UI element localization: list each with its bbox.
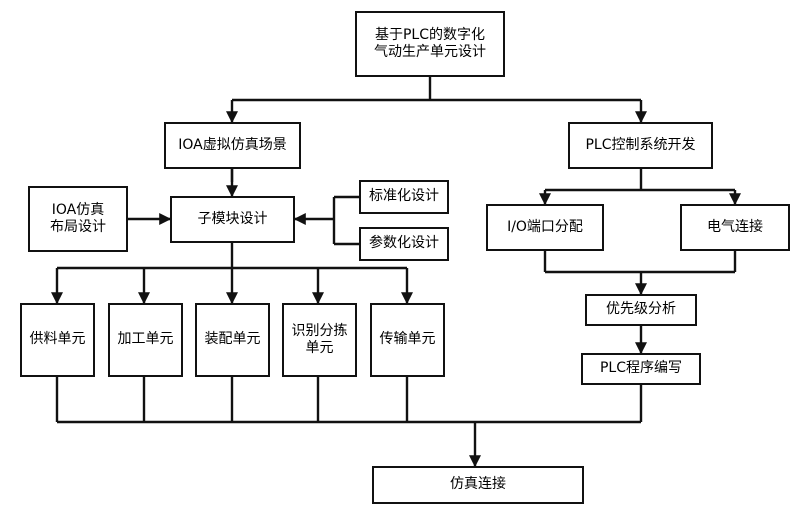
node-sim-connect-label: 仿真连接 [450, 476, 506, 493]
node-electric-label: 电气连接 [707, 218, 763, 235]
node-submodule-label: 子模块设计 [197, 210, 268, 227]
node-priority[interactable]: 优先级分析 [585, 294, 697, 326]
node-submodule[interactable]: 子模块设计 [170, 196, 295, 243]
node-unit-sorting[interactable]: 识别分拣 单元 [282, 303, 357, 377]
node-parametrize-label: 参数化设计 [369, 235, 439, 252]
node-io-port[interactable]: I/O端口分配 [486, 204, 604, 251]
node-standardize[interactable]: 标准化设计 [359, 180, 449, 214]
node-ioa-scene-label: IOA虚拟仿真场景 [178, 136, 287, 153]
node-io-port-label: I/O端口分配 [507, 218, 583, 235]
node-root-label: 基于PLC的数字化 气动生产单元设计 [374, 26, 486, 61]
node-unit-transport[interactable]: 传输单元 [370, 303, 445, 377]
node-root[interactable]: 基于PLC的数字化 气动生产单元设计 [355, 11, 505, 77]
node-ioa-layout[interactable]: IOA仿真 布局设计 [28, 186, 128, 252]
node-unit-machine-label: 加工单元 [117, 331, 174, 348]
node-unit-assembly[interactable]: 装配单元 [195, 303, 270, 377]
node-electric[interactable]: 电气连接 [680, 204, 790, 251]
node-unit-feed[interactable]: 供料单元 [20, 303, 95, 377]
node-plc-dev-label: PLC控制系统开发 [585, 136, 696, 153]
node-unit-machine[interactable]: 加工单元 [108, 303, 183, 377]
node-unit-transport-label: 传输单元 [379, 331, 436, 348]
node-plc-dev[interactable]: PLC控制系统开发 [568, 122, 713, 169]
node-unit-assembly-label: 装配单元 [204, 331, 261, 348]
node-plc-program-label: PLC程序编写 [599, 360, 683, 377]
node-unit-sorting-label: 识别分拣 单元 [291, 322, 348, 357]
node-parametrize[interactable]: 参数化设计 [359, 227, 449, 261]
node-sim-connect[interactable]: 仿真连接 [372, 466, 584, 504]
node-plc-program[interactable]: PLC程序编写 [581, 353, 701, 385]
node-unit-feed-label: 供料单元 [29, 331, 86, 348]
node-ioa-layout-label: IOA仿真 布局设计 [50, 201, 106, 236]
node-priority-label: 优先级分析 [606, 301, 676, 318]
node-ioa-scene[interactable]: IOA虚拟仿真场景 [164, 122, 301, 169]
node-standardize-label: 标准化设计 [369, 188, 439, 205]
